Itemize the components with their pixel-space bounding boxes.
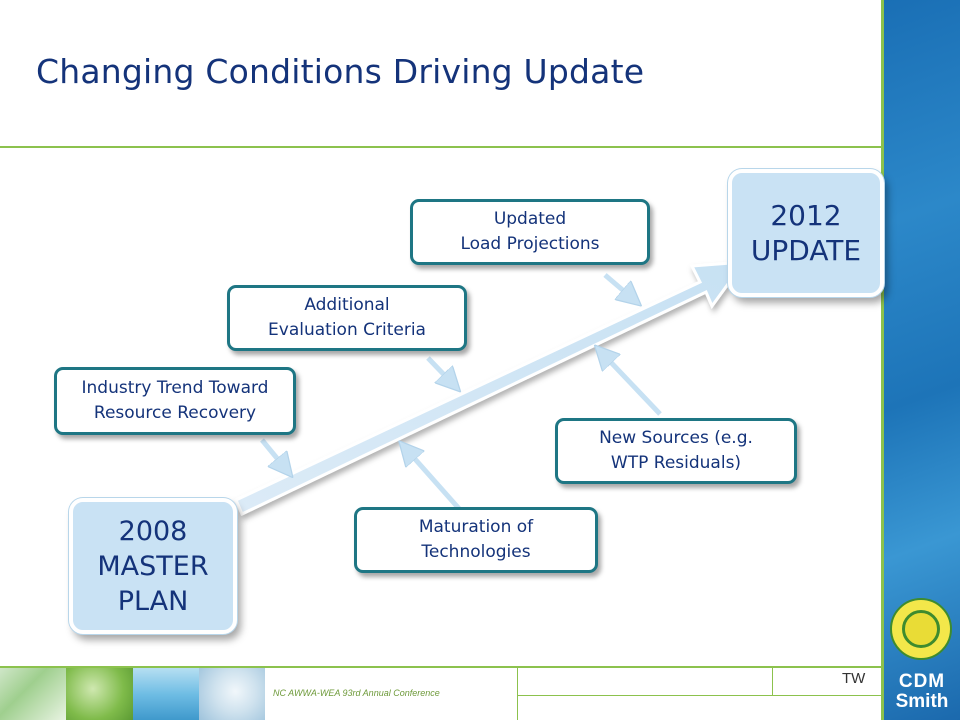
driver-box-evaluation-criteria: Additional Evaluation Criteria <box>227 285 467 351</box>
footer-box-vline-2 <box>772 668 773 695</box>
footer-photo-strip <box>0 668 265 720</box>
slide-title: Changing Conditions Driving Update <box>36 52 645 91</box>
footer-photo-2 <box>66 668 133 720</box>
driver-box-line2: WTP Residuals) <box>610 453 742 473</box>
connector-industry-trend <box>260 438 285 468</box>
driver-box-line1: New Sources (e.g. <box>599 428 753 448</box>
driver-box-new-sources: New Sources (e.g. WTP Residuals) <box>555 418 797 484</box>
end-box-2012-update: 2012 UPDATE <box>728 169 884 297</box>
driver-box-industry-trend: Industry Trend Toward Resource Recovery <box>54 367 296 435</box>
driver-box-maturation: Maturation of Technologies <box>354 507 598 573</box>
driver-box-line1: Updated <box>493 209 567 229</box>
footer-photo-1 <box>0 668 67 720</box>
end-box-line1: 2012 <box>770 199 842 232</box>
end-box-line2: UPDATE <box>750 234 862 267</box>
driver-box-line2: Technologies <box>421 542 531 562</box>
driver-box-load-projections: Updated Load Projections <box>410 199 650 265</box>
title-divider <box>0 146 882 148</box>
footer-divider <box>0 666 882 668</box>
connector-load-projections <box>603 273 632 298</box>
logo-line2: Smith <box>895 691 949 712</box>
driver-box-line2: Evaluation Criteria <box>268 320 426 340</box>
logo-line1: CDM <box>898 671 946 692</box>
footer-initials: TW <box>842 670 866 687</box>
footer-conference-text: NC AWWA-WEA 93rd Annual Conference <box>273 688 440 698</box>
connector-new-sources <box>603 354 662 416</box>
footer-photo-4 <box>198 668 265 720</box>
cdm-smith-logo: CDM Smith <box>886 672 958 718</box>
start-box-2008-master-plan: 2008 MASTER PLAN <box>69 498 237 634</box>
footer-box-vline-1 <box>517 668 518 720</box>
driver-box-line1: Industry Trend Toward <box>81 378 269 398</box>
footer-photo-3 <box>132 668 199 720</box>
city-seal-icon <box>890 598 952 660</box>
connector-evaluation-criteria <box>426 356 452 383</box>
start-box-line3: PLAN <box>117 585 189 617</box>
start-box-line1: 2008 <box>118 515 188 547</box>
footer-box-hline <box>517 695 882 696</box>
driver-box-line2: Load Projections <box>460 234 600 254</box>
driver-box-line1: Additional <box>304 295 390 315</box>
connector-maturation <box>407 450 464 514</box>
driver-box-line1: Maturation of <box>418 517 534 537</box>
driver-box-line2: Resource Recovery <box>93 403 257 423</box>
right-strip-edge <box>881 0 884 720</box>
start-box-line2: MASTER <box>97 550 209 582</box>
